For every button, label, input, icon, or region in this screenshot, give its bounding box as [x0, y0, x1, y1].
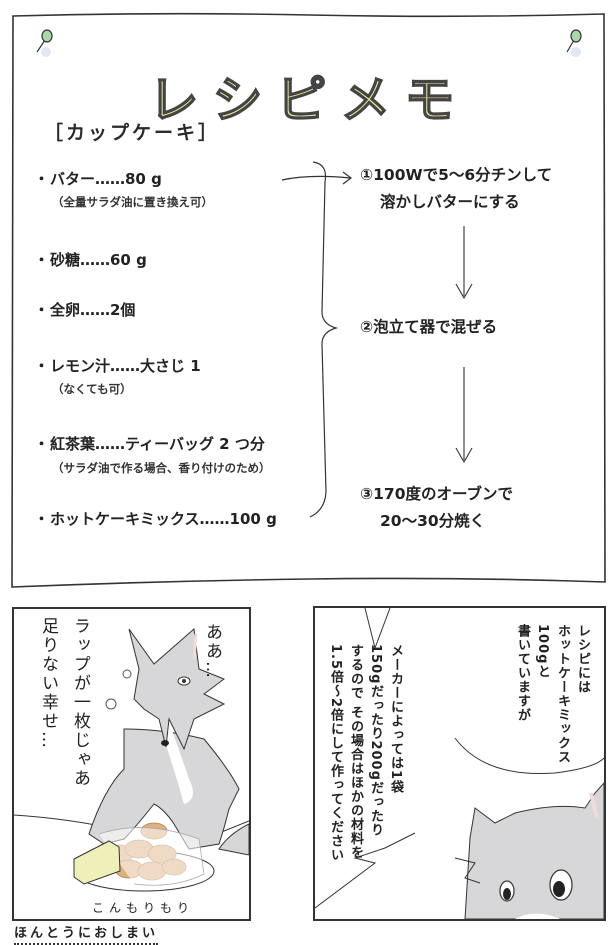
- speech-happiness: 足りない幸せ…: [38, 617, 58, 750]
- speech-wrap: ラップが一枚じゃあ: [70, 617, 90, 788]
- ingredient-egg: ・全卵……2個: [34, 301, 140, 324]
- speech-bubble-2: メーカーによっては1袋 150gだったり200gだったり するので その場合はほ…: [328, 644, 403, 863]
- flower-icon: [105, 669, 132, 710]
- ending-caption: ほんとうにおしまい: [14, 922, 159, 945]
- recipe-memo: レシピメモ: [10, 12, 607, 590]
- ingredient-sugar: ・砂糖……60 g: [34, 251, 151, 274]
- step-1: ①100Wで5～6分チンして 溶かしバターにする: [360, 162, 561, 216]
- speech-bubble-1: レシピには ホットケーキミックス 100gと 書いていますが: [515, 624, 590, 764]
- ingredient-note-butter: （全量サラダ油に置き換え可）: [52, 195, 213, 209]
- ingredient-note-lemon: （なくても可）: [52, 382, 132, 396]
- wolf-wrapping-illustration: [14, 628, 249, 892]
- memo-frame: [11, 12, 606, 588]
- pin-icon-right: [566, 29, 582, 57]
- ingredient-note-tea: （サラダ油で作る場合、香り付けのため）: [52, 461, 271, 475]
- pin-icon-left: [36, 29, 53, 57]
- recipe-name: ［カップケーキ］: [44, 122, 221, 144]
- ingredient-butter: ・バター……80 g: [34, 170, 166, 193]
- comic-panel-wolf-advice: レシピには ホットケーキミックス 100gと 書いていますが メーカーによっては…: [313, 606, 606, 921]
- speech-aa: ああ…: [202, 623, 222, 680]
- sound-effect-text: こんもりもり: [92, 901, 195, 915]
- ingredient-pancake-mix: ・ホットケーキミックス……100 g: [34, 510, 281, 533]
- wolf-face-illustration: [315, 608, 604, 919]
- ingredient-lemon: ・レモン汁……大さじ 1: [34, 357, 205, 380]
- ingredient-tea: ・紅茶葉……ティーバッグ 2 つ分: [34, 435, 269, 458]
- step-3: ③170度のオーブンで 20～30分焼く: [360, 481, 522, 535]
- step-2: ②泡立て器で混ぜる: [360, 314, 506, 341]
- comic-panel-wolf-wrapping: ああ… ラップが一枚じゃあ 足りない幸せ… こんもりもり: [12, 607, 251, 921]
- memo-title: レシピメモ: [148, 70, 469, 130]
